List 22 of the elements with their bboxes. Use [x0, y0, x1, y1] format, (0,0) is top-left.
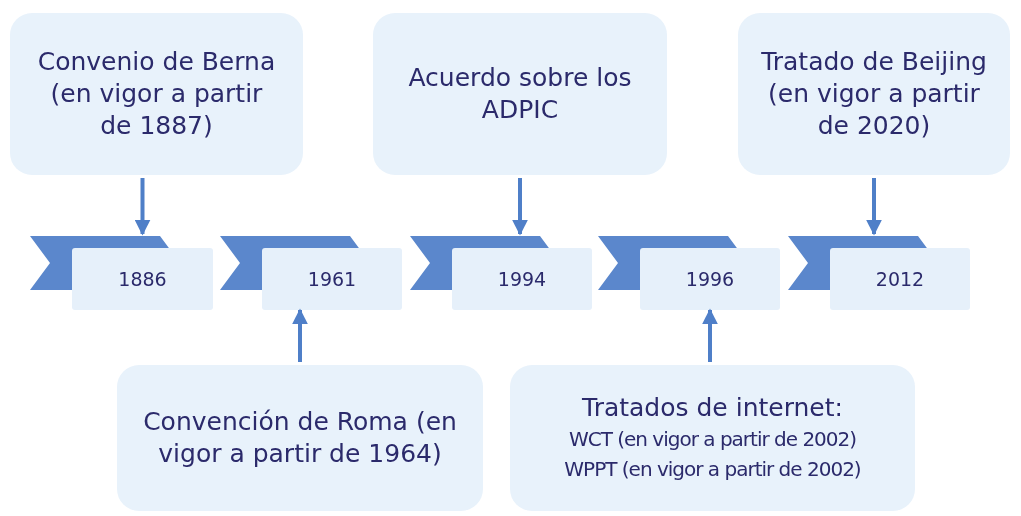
arrow — [512, 178, 528, 236]
event-detail: WPPT (en vigor a partir de 2002) — [564, 456, 861, 483]
event-title: Acuerdo sobre los ADPIC — [407, 62, 633, 126]
year-label: 1994 — [497, 268, 547, 290]
year-label: 1996 — [685, 268, 735, 290]
year-label: 1886 — [118, 268, 167, 290]
arrow — [866, 178, 882, 236]
year-box — [830, 248, 970, 310]
year-box — [72, 248, 213, 310]
arrow — [702, 308, 718, 362]
year-label: 1961 — [307, 268, 357, 290]
event-detail: WCT (en vigor a partir de 2002) — [568, 426, 857, 453]
year-box — [452, 248, 592, 310]
event-title: Convención de Roma (en vigor a partir de 1964) — [142, 406, 458, 470]
event-title: Tratado de Beijing (en vigor a partir de 2020) — [760, 46, 988, 142]
arrow — [292, 308, 308, 362]
year-label: 2012 — [875, 268, 925, 290]
arrow — [134, 178, 151, 236]
year-box — [640, 248, 780, 310]
year-box — [262, 248, 402, 310]
event-title: Convenio de Berna (en vigor a partir de 1887) — [36, 46, 277, 142]
event-title: Tratados de internet: — [582, 392, 843, 424]
